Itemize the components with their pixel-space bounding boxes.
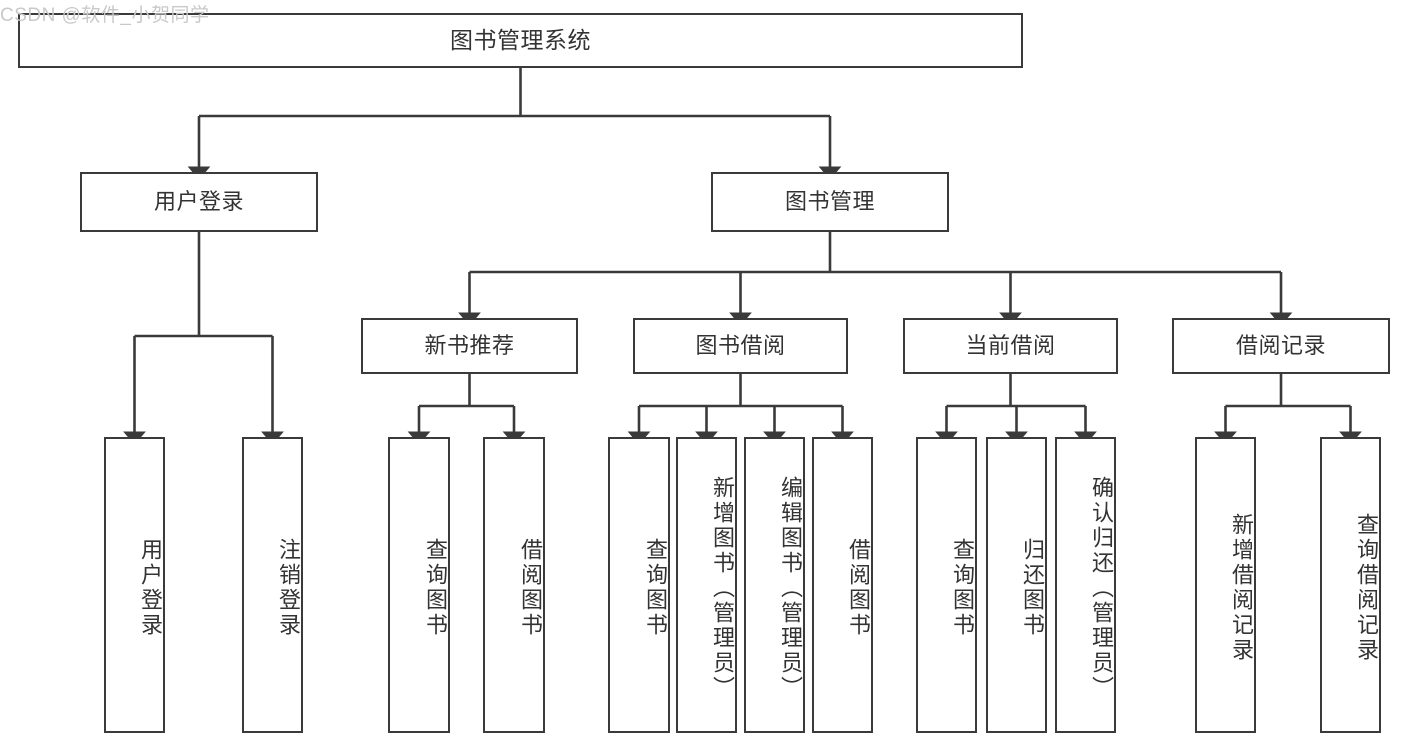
node-leaf_0[interactable]: 用户登录: [104, 437, 165, 733]
node-l2_2[interactable]: 当前借阅: [903, 318, 1118, 374]
node-label: 编辑图书（管理员）: [778, 475, 803, 701]
node-root[interactable]: 图书管理系统: [18, 13, 1023, 68]
csdn-watermark: CSDN @软件_小贺同学: [0, 5, 210, 26]
wire-group: [123, 68, 1362, 445]
node-leaf_5[interactable]: 新增图书（管理员）: [676, 437, 737, 733]
node-label: 新增借阅记录: [1229, 513, 1254, 663]
node-leaf_1[interactable]: 注销登录: [242, 437, 303, 733]
node-label: 查询图书: [423, 538, 448, 638]
node-l2_1[interactable]: 图书借阅: [633, 318, 848, 374]
node-leaf_9[interactable]: 归还图书: [986, 437, 1047, 733]
node-label: 借阅图书: [846, 538, 871, 638]
node-label: 借阅记录: [1235, 333, 1326, 359]
node-label: 用户登录: [153, 189, 244, 215]
node-leaf_2[interactable]: 查询图书: [388, 437, 450, 733]
node-label: 新增图书（管理员）: [710, 475, 735, 701]
node-leaf_11[interactable]: 新增借阅记录: [1195, 437, 1256, 733]
node-label: 查询图书: [950, 538, 975, 638]
node-l1_1[interactable]: 图书管理: [711, 172, 949, 232]
node-label: 注销登录: [276, 538, 301, 638]
node-l2_3[interactable]: 借阅记录: [1172, 318, 1390, 374]
node-label: 新书推荐: [424, 333, 515, 359]
node-leaf_4[interactable]: 查询图书: [608, 437, 670, 733]
node-leaf_6[interactable]: 编辑图书（管理员）: [744, 437, 805, 733]
node-leaf_3[interactable]: 借阅图书: [483, 437, 545, 733]
node-l1_0[interactable]: 用户登录: [80, 172, 318, 232]
node-label: 归还图书: [1020, 538, 1045, 638]
node-leaf_7[interactable]: 借阅图书: [812, 437, 873, 733]
node-label: 当前借阅: [965, 333, 1056, 359]
node-label: 图书管理: [784, 189, 875, 215]
node-l2_0[interactable]: 新书推荐: [361, 318, 578, 374]
node-leaf_10[interactable]: 确认归还（管理员）: [1055, 437, 1116, 733]
node-label: 用户登录: [138, 538, 163, 638]
node-label: 查询图书: [643, 538, 668, 638]
node-label: 图书借阅: [695, 333, 786, 359]
node-label: 图书管理系统: [450, 26, 591, 53]
node-label: 查询借阅记录: [1354, 513, 1379, 663]
node-leaf_8[interactable]: 查询图书: [916, 437, 977, 733]
node-leaf_12[interactable]: 查询借阅记录: [1320, 437, 1381, 733]
node-label: 借阅图书: [518, 538, 543, 638]
node-label: 确认归还（管理员）: [1089, 475, 1114, 701]
